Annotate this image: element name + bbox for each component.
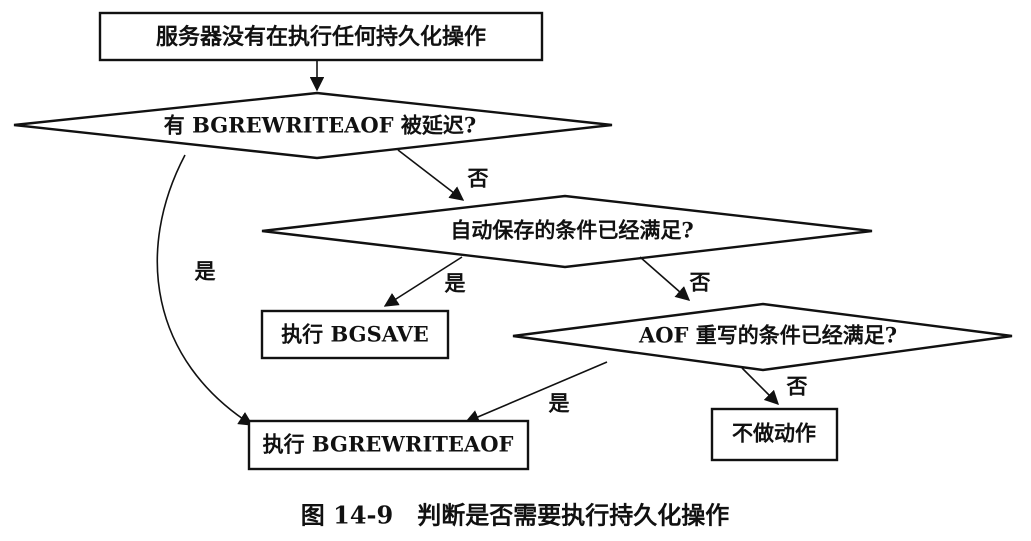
- label-autosave-yes: 是: [445, 271, 466, 296]
- arrow-delayed-yes: [156, 154, 254, 426]
- label-aof-no: 否: [787, 374, 808, 399]
- label-delayed-no: 否: [468, 166, 489, 191]
- label-aof-yes: 是: [549, 391, 570, 416]
- bgsave-box: 执行 BGSAVE: [260, 309, 450, 360]
- start-box-label: 服务器没有在执行任何持久化操作: [156, 24, 486, 50]
- arrow-autosave-no: [639, 256, 691, 301]
- do-nothing-box-label: 不做动作: [732, 421, 816, 446]
- arrow-autosave-yes: [383, 256, 463, 307]
- decision-aof-rewrite-label: AOF 重写的条件已经满足?: [638, 323, 897, 348]
- decision-delayed-label: 有 BGREWRITEAOF 被延迟?: [164, 113, 476, 138]
- decision-autosave: 自动保存的条件已经满足?: [261, 194, 873, 269]
- arrow-aof-yes: [464, 361, 608, 424]
- label-delayed-yes: 是: [195, 259, 216, 284]
- decision-aof-rewrite: AOF 重写的条件已经满足?: [512, 302, 1013, 372]
- figure-caption: 图 14-9 判断是否需要执行持久化操作: [301, 501, 729, 530]
- do-nothing-box: 不做动作: [710, 407, 839, 462]
- bgrewriteaof-box: 执行 BGREWRITEAOF: [247, 419, 530, 471]
- bgrewriteaof-box-label: 执行 BGREWRITEAOF: [263, 432, 514, 457]
- arrow-delayed-no: [397, 149, 465, 201]
- decision-delayed: 有 BGREWRITEAOF 被延迟?: [13, 91, 613, 160]
- arrow-aof-no: [741, 367, 780, 406]
- decision-autosave-label: 自动保存的条件已经满足?: [450, 218, 693, 243]
- label-autosave-no: 否: [690, 270, 711, 295]
- start-box: 服务器没有在执行任何持久化操作: [98, 11, 544, 62]
- bgsave-box-label: 执行 BGSAVE: [281, 322, 429, 347]
